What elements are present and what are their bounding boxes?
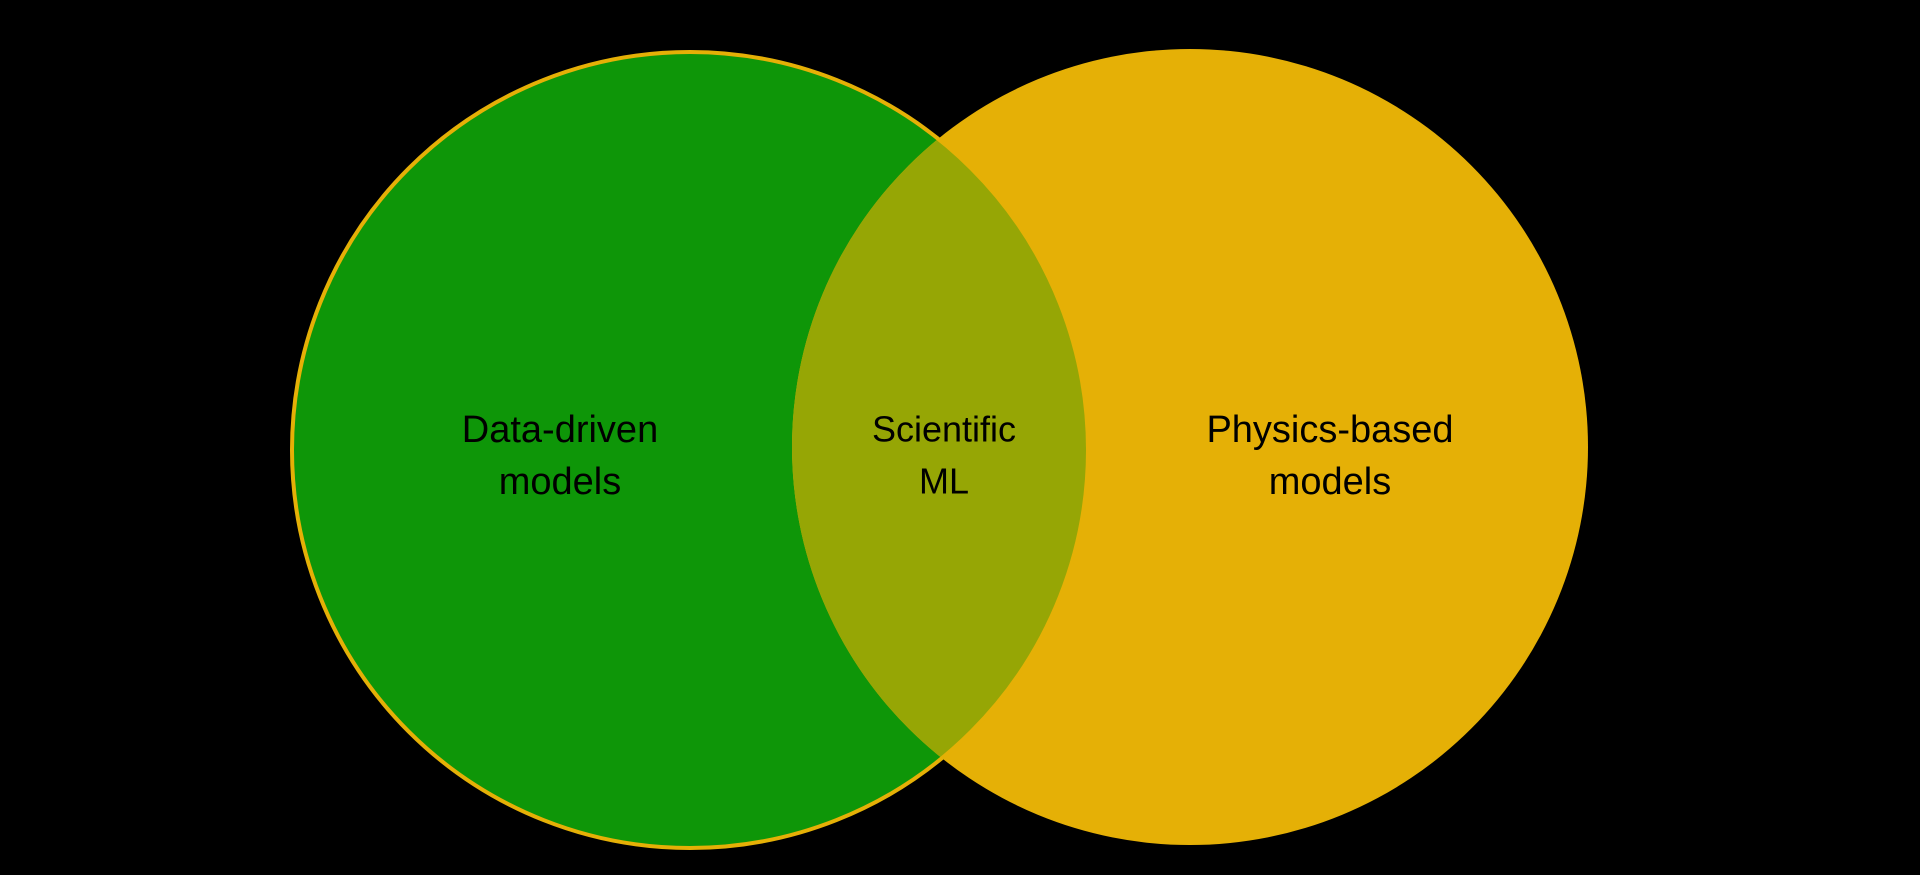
label-group-data-driven: Data-driven models: [462, 409, 658, 503]
label-physics-based-line2: models: [1269, 461, 1392, 503]
label-group-scientific-ml: Scientific ML: [872, 409, 1016, 502]
intersection-region-scientific-ml[interactable]: [792, 49, 1588, 845]
label-data-driven-line1: Data-driven: [462, 409, 658, 451]
label-scientific-ml-line1: Scientific: [872, 409, 1016, 450]
label-physics-based-line1: Physics-based: [1206, 409, 1453, 451]
set-outline-data-driven: [290, 50, 1090, 850]
label-data-driven-line2: models: [499, 461, 622, 503]
intersection-clip-group: [792, 49, 1588, 845]
label-group-physics-based: Physics-based models: [1206, 409, 1453, 503]
label-scientific-ml-line2: ML: [919, 461, 969, 502]
